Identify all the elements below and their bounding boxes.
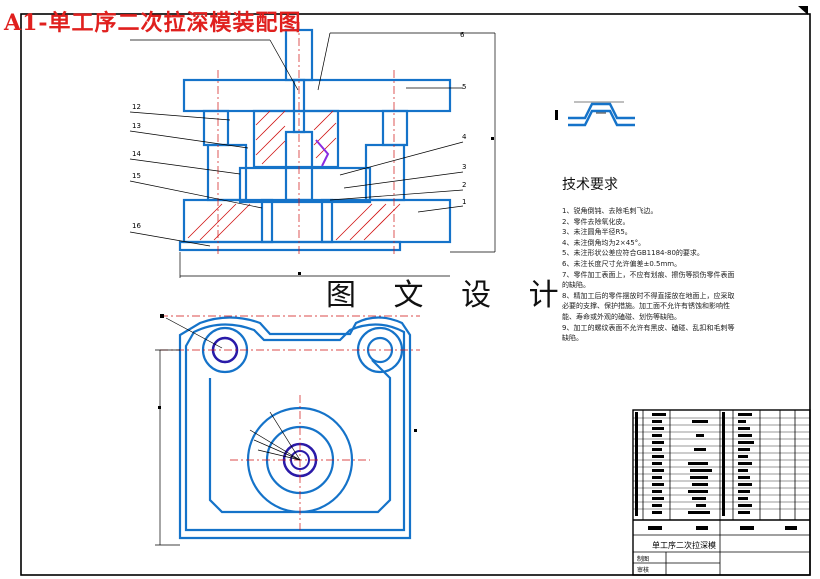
lower-plate: [182, 198, 452, 244]
part-label-3: 3: [462, 163, 466, 171]
part-numbers: 6 5 4 3 2 1 12 13 14 15 16: [132, 31, 467, 230]
leader-lines: [129, 32, 496, 278]
die-set-outline: [178, 316, 412, 540]
section-view: [178, 28, 452, 252]
dim-arrow-3: [414, 429, 417, 432]
tech-requirement-item: 7、零件加工表面上，不应有划痕、擦伤等损伤零件表面的缺陷。: [562, 270, 735, 290]
lower-seat-outline: [208, 359, 392, 514]
dim-arrow-2: [158, 406, 161, 409]
die-block: [238, 166, 372, 204]
tech-requirement-item: 1、锐角倒钝、去除毛刺飞边。: [562, 207, 658, 215]
tech-requirement-item: 5、未注形状公差应符合GB1184-80的要求。: [562, 249, 704, 258]
part-label-12: 12: [132, 103, 141, 111]
drawing-title: A1-单工序二次拉深模装配图: [4, 10, 302, 36]
tech-requirement-item: 9、加工的螺纹表面不允许有黑皮、磕碰、乱扣和毛刺等缺陷。: [562, 323, 735, 343]
plan-view: [178, 316, 412, 540]
dim-arrow-4: [298, 272, 301, 275]
corner-mark: [798, 6, 808, 15]
guide-post-right: [364, 143, 406, 202]
title-block-drafter-label: 制图: [637, 556, 650, 563]
part-label-6: 6: [460, 31, 465, 39]
guide-bush-right: [381, 109, 409, 147]
lower-pin-left: [260, 198, 274, 244]
tech-requirement-item: 2、零件去除氧化皮。: [562, 217, 630, 226]
part-label-16: 16: [132, 222, 141, 230]
part-label-15: 15: [132, 172, 141, 180]
title-block-checker-label: 审核: [637, 567, 650, 574]
tech-requirement-item: 4、未注倒角均为2×45°。: [562, 238, 646, 247]
part-label-4: 4: [462, 133, 467, 141]
title-block-drawing-name: 单工序二次拉深模: [652, 541, 716, 550]
tech-requirement-item: 6、未注长度尺寸允许偏差±0.5mm。: [562, 259, 682, 268]
tech-requirements-heading: 技术要求: [562, 177, 618, 193]
lower-pin-right: [320, 198, 334, 244]
parts-list-entries: [635, 412, 797, 530]
part-sketch: [555, 101, 635, 127]
part-label-14: 14: [132, 150, 141, 158]
part-label-13: 13: [132, 122, 141, 130]
sheet-border: [20, 13, 811, 576]
tech-requirements-list: 1、锐角倒钝、去除毛刺飞边。 2、零件去除氧化皮。 3、未注圆角半径R5。 4、…: [562, 206, 737, 344]
title-block: [632, 409, 811, 576]
punch-holder: [252, 109, 340, 169]
part-label-1: 1: [462, 198, 466, 206]
tech-requirement-item: 3、未注圆角半径R5。: [562, 228, 632, 237]
dim-arrow-1: [160, 314, 164, 318]
plan-leaders: [155, 315, 420, 546]
upper-plate: [182, 78, 452, 113]
center-lines: [217, 22, 395, 256]
punch: [284, 130, 314, 202]
dim-arrow-5: [491, 137, 494, 140]
part-label-2: 2: [462, 181, 466, 189]
base-plate: [178, 240, 402, 252]
part-label-5: 5: [462, 83, 466, 91]
tech-requirement-item: 8、精加工后的零件摆放时不得直接放在地面上，应采取必要的支撑、保护措施。加工面不…: [562, 291, 735, 321]
inner-outline: [184, 323, 406, 532]
parts-list-rows: [633, 417, 810, 510]
guide-bush-left: [202, 109, 230, 147]
watermark-text: 图 文 设 计: [326, 278, 573, 313]
bolt-highlight: [315, 139, 330, 167]
